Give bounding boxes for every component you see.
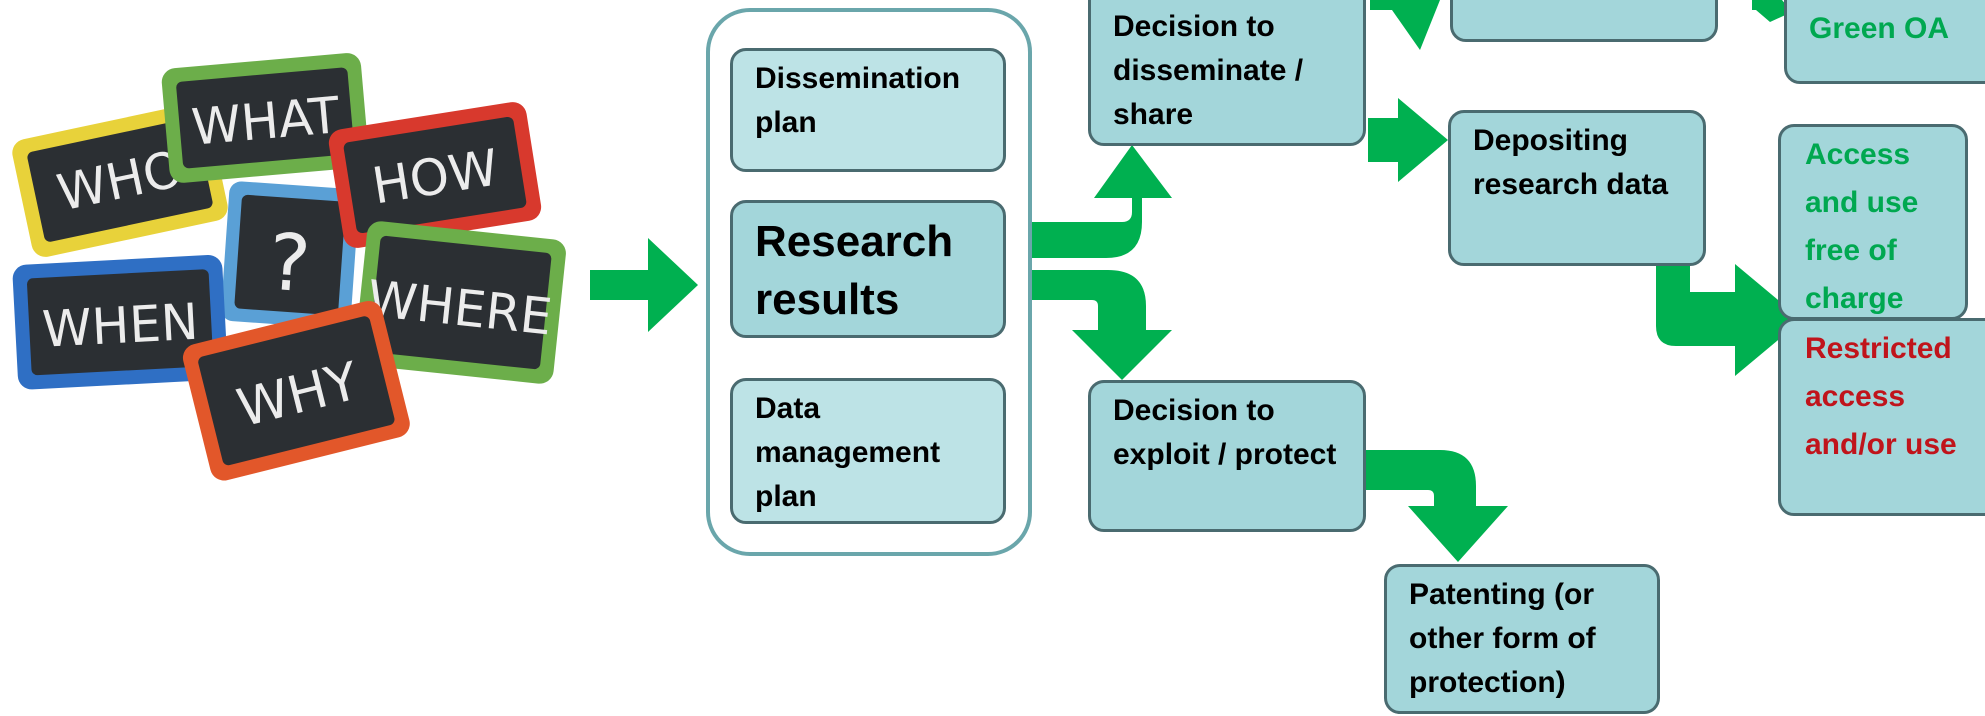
decision-exploit-label: Decision to exploit / protect [1113, 394, 1337, 471]
decision-exploit-box: Decision to exploit / protect [1088, 380, 1366, 532]
arrow-results-to-exploit [1032, 270, 1172, 380]
arrow-exploit-to-patenting [1366, 450, 1508, 562]
publishing-box [1450, 0, 1718, 42]
decision-disseminate-label: Decision to disseminate / share [1113, 10, 1304, 131]
depositing-label: Depositing research data [1473, 124, 1669, 201]
research-results-label: Research results [755, 217, 954, 324]
arrow-disseminate-to-publishing [1370, 0, 1440, 50]
slate-how: HOW [328, 102, 542, 248]
arrow-publishing-to-green-oa [1752, 0, 1792, 22]
dissemination-plan-label: Dissemination plan [755, 62, 961, 139]
slate-where: WHERE [354, 221, 566, 384]
arrow-results-to-disseminate [1032, 145, 1172, 258]
green-oa-label: Green OA [1809, 12, 1950, 45]
data-management-plan-label: Data management plan [755, 392, 941, 513]
depositing-box: Depositing research data [1448, 110, 1706, 266]
dissemination-plan-box: Dissemination plan [730, 48, 1006, 172]
flow-arrows [590, 0, 1802, 562]
slate-when: WHEN [12, 255, 228, 390]
arrow-disseminate-to-depositing [1368, 98, 1448, 182]
slate-why: WHY [182, 301, 410, 481]
restricted-access-label: Restricted access and/or use [1805, 332, 1957, 461]
svg-text:WHAT: WHAT [189, 86, 342, 157]
slate-who: WHO [12, 103, 228, 257]
access-free-box: Access and use free of charge [1778, 124, 1968, 320]
patenting-box: Patenting (or other form of protection) [1384, 564, 1660, 714]
arrow-image-to-plans [590, 238, 698, 332]
green-oa-box: Green OA [1784, 0, 1985, 84]
slate-question: ? [221, 181, 359, 329]
decision-disseminate-box: Decision to disseminate / share [1088, 0, 1366, 146]
research-results-box: Research results [730, 200, 1006, 338]
access-free-label: Access and use free of charge [1805, 138, 1919, 315]
restricted-access-box: Restricted access and/or use [1778, 318, 1985, 516]
data-management-plan-box: Data management plan [730, 378, 1006, 524]
arrow-depositing-to-access [1656, 262, 1802, 376]
slate-what: WHAT [161, 53, 369, 183]
svg-text:?: ? [266, 218, 314, 311]
svg-text:WHEN: WHEN [41, 293, 200, 359]
patenting-label: Patenting (or other form of protection) [1409, 578, 1596, 699]
